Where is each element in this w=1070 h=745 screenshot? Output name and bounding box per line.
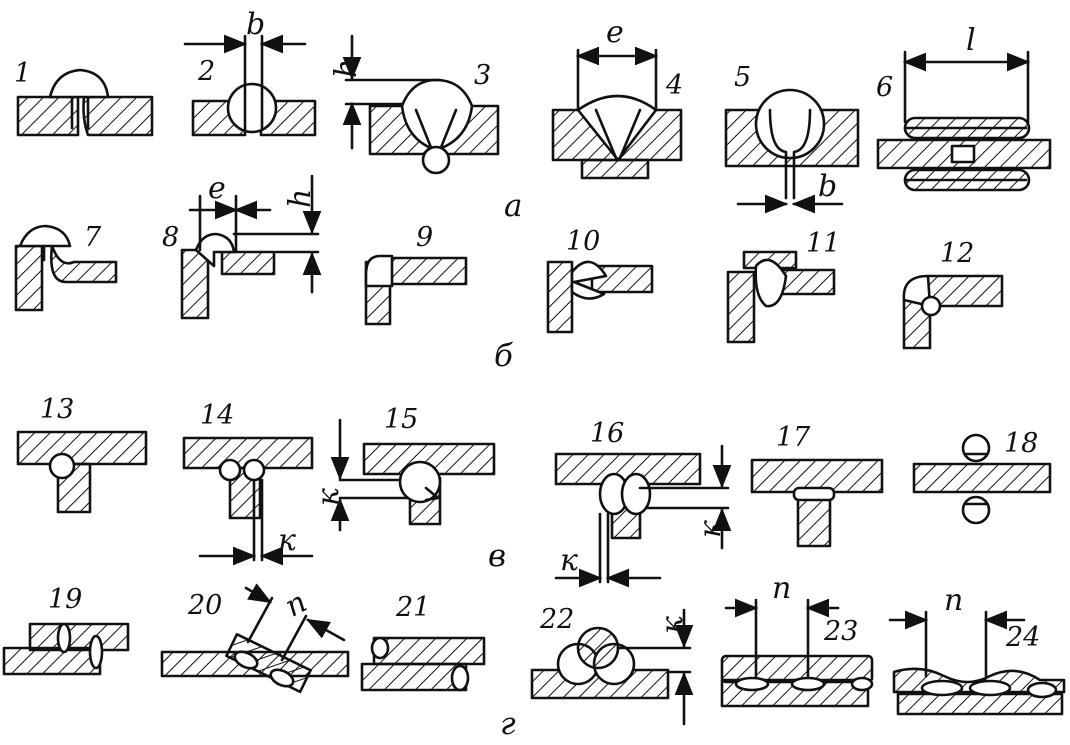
dimension-k-joint15: к (311, 488, 346, 506)
dimension-n-joint23: п (772, 571, 791, 606)
joint-22-drawing (530, 608, 694, 726)
section-label-g: г (500, 706, 516, 740)
joint-label-23: 23 (823, 616, 858, 647)
dimension-labels: b h e b l e h к к к к п к п п (208, 7, 976, 634)
joint-20-drawing (160, 583, 350, 694)
joint-10-drawing (546, 260, 654, 334)
joint-14-drawing (182, 436, 314, 566)
joint-2-drawing (183, 34, 317, 137)
joint-18-drawing (912, 433, 1052, 525)
joint-21-drawing (360, 636, 486, 692)
joint-9-drawing (364, 254, 468, 326)
section-labels: а б в г (488, 188, 522, 742)
dimension-h-joint3: h (329, 59, 364, 78)
joint-number-labels: 1 2 3 4 5 6 7 8 9 10 11 12 13 14 15 16 1… (14, 56, 1040, 653)
joint-5-drawing (724, 88, 860, 214)
section-label-b: б (494, 338, 514, 374)
dimension-k-joint16-left: к (560, 543, 578, 578)
joint-label-1: 1 (14, 58, 31, 89)
joint-label-16: 16 (590, 418, 624, 449)
dimension-e-joint4: e (606, 15, 624, 50)
dimension-k-joint22: к (655, 616, 690, 634)
joint-label-13: 13 (40, 394, 74, 425)
joint-label-17: 17 (776, 422, 811, 453)
joint-label-20: 20 (187, 590, 222, 621)
dimension-k-joint14: к (278, 523, 296, 558)
dimension-h-joint8: h (283, 189, 318, 208)
joint-24-drawing (888, 610, 1066, 716)
joint-19-drawing (2, 622, 130, 676)
joint-17-drawing (750, 458, 884, 548)
joint-6-drawing (876, 50, 1052, 192)
joint-label-3: 3 (474, 60, 491, 91)
joint-7-drawing (14, 224, 118, 312)
joint-8-drawing (180, 174, 322, 320)
section-label-a: а (504, 188, 522, 224)
joint-11-drawing (726, 250, 836, 344)
dimension-k-joint16-right: к (693, 520, 728, 538)
joint-label-19: 19 (48, 584, 82, 615)
section-label-v: в (488, 538, 506, 574)
joint-label-9: 9 (416, 222, 433, 253)
joint-label-11: 11 (806, 228, 840, 259)
joint-label-22: 22 (539, 604, 574, 635)
joint-13-drawing (16, 430, 148, 514)
dimension-b-joint5: b (818, 169, 837, 204)
joint-3-drawing (342, 34, 500, 175)
joint-label-6: 6 (876, 72, 893, 103)
joint-label-7: 7 (84, 222, 102, 253)
joint-16-drawing (554, 444, 732, 588)
dimension-l-joint6: l (966, 23, 976, 58)
dimension-n-joint20: п (279, 585, 312, 625)
joint-label-2: 2 (197, 56, 215, 87)
joint-23-drawing (720, 598, 874, 708)
joint-1-drawing (16, 68, 154, 137)
joint-label-12: 12 (940, 238, 974, 269)
dimension-n-joint24: п (944, 583, 963, 618)
joint-15-drawing (330, 418, 496, 532)
joint-label-18: 18 (1004, 428, 1038, 459)
joint-label-4: 4 (665, 70, 683, 101)
dimension-b-top: b (246, 7, 265, 42)
joint-label-8: 8 (162, 222, 179, 253)
joint-label-14: 14 (200, 400, 234, 431)
joint-label-24: 24 (1005, 622, 1040, 653)
joint-4-drawing (551, 46, 683, 180)
dimension-e-joint8: e (208, 171, 226, 206)
joint-label-10: 10 (566, 226, 600, 257)
joint-12-drawing (902, 274, 1004, 350)
joint-label-15: 15 (384, 404, 418, 435)
joint-label-5: 5 (734, 62, 751, 93)
joint-label-21: 21 (395, 592, 430, 623)
